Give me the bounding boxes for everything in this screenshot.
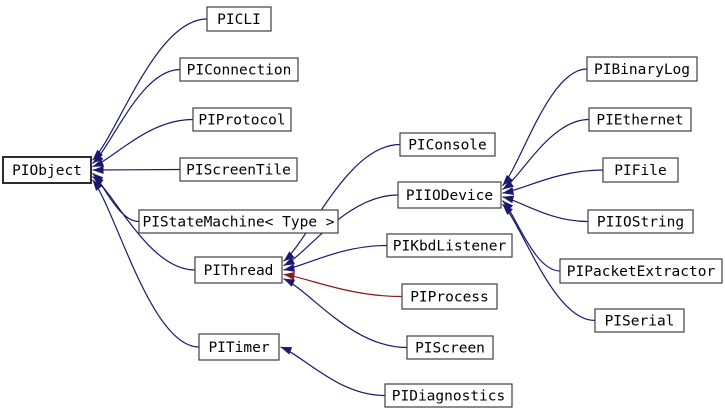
node-label: PIConnection: [187, 63, 292, 79]
node-box: [586, 56, 698, 82]
node-box: [588, 107, 692, 132]
node-box: [192, 107, 292, 132]
edge-piprocess-to-pithread: [283, 272, 403, 298]
edge-piscreen-to-pithread: [283, 278, 408, 349]
edge-pibinarylog-to-piiodevice: [502, 68, 588, 187]
node-pipacketextractor[interactable]: PIPacketExtractor: [559, 258, 723, 284]
edge-piconsole-to-pithread: [283, 143, 401, 262]
edge-piprotocol-to-piobject: [92, 118, 194, 168]
node-box: [401, 283, 498, 310]
node-piiodevice[interactable]: PIIODevice: [397, 181, 502, 209]
node-box: [198, 333, 280, 361]
node-label: PIThread: [204, 263, 274, 279]
node-piconsole[interactable]: PIConsole: [399, 132, 496, 157]
node-box: [179, 157, 298, 182]
node-label: PIKbdListener: [393, 239, 507, 255]
node-box: [397, 181, 502, 209]
node-label: PIObject: [12, 163, 82, 179]
edge-piconnection-to-piobject: [92, 68, 181, 164]
node-box: [602, 157, 679, 183]
node-box: [559, 258, 723, 284]
edge-pikbdlistener-to-pithread: [283, 244, 388, 272]
node-box: [138, 209, 339, 234]
node-pidiagnostics[interactable]: PIDiagnostics: [384, 383, 513, 408]
node-picli[interactable]: PICLI: [206, 6, 272, 32]
node-label: PIScreen: [415, 341, 485, 357]
node-box: [2, 156, 92, 184]
node-label: PIProtocol: [198, 113, 285, 129]
node-piprotocol[interactable]: PIProtocol: [192, 107, 292, 132]
node-piethernet[interactable]: PIEthernet: [588, 107, 692, 132]
edge-pistatemachine-type-to-piobject: [92, 172, 140, 223]
node-box: [386, 233, 513, 258]
node-label: PIBinaryLog: [594, 62, 690, 78]
node-pibinarylog[interactable]: PIBinaryLog: [586, 56, 698, 82]
node-box: [594, 308, 685, 333]
node-label: PIScreenTile: [186, 163, 291, 179]
edge-pifile-to-piiodevice: [502, 169, 604, 196]
node-box: [194, 256, 283, 284]
node-piscreen[interactable]: PIScreen: [406, 335, 494, 360]
edge-piiostring-to-piiodevice: [502, 195, 589, 223]
node-label: PIProcess: [410, 290, 489, 306]
node-label: PIStateMachine< Type >: [142, 215, 334, 231]
node-label: PITimer: [208, 340, 269, 356]
edge-piscreentile-to-piobject: [92, 165, 181, 174]
node-piiostring[interactable]: PIIOString: [587, 209, 694, 234]
node-piserial[interactable]: PISerial: [594, 308, 685, 333]
node-piobject[interactable]: PIObject: [2, 156, 92, 184]
node-label: PICLI: [217, 12, 261, 28]
node-label: PIIOString: [597, 215, 684, 231]
node-piconnection[interactable]: PIConnection: [179, 57, 299, 82]
node-box: [206, 6, 272, 32]
node-label: PIPacketExtractor: [567, 264, 716, 280]
edge-pidiagnostics-to-pitimer: [280, 346, 386, 397]
node-label: PIFile: [614, 163, 666, 179]
node-label: PIIODevice: [406, 188, 493, 204]
node-pikbdlistener[interactable]: PIKbdListener: [386, 233, 513, 258]
node-box: [587, 209, 694, 234]
node-box: [406, 335, 494, 360]
node-piscreentile[interactable]: PIScreenTile: [179, 157, 298, 182]
node-label: PISerial: [605, 314, 675, 330]
node-pistatemachine-type[interactable]: PIStateMachine< Type >: [138, 209, 339, 234]
node-box: [179, 57, 299, 82]
node-label: PIEthernet: [596, 113, 683, 129]
edge-piethernet-to-piiodevice: [502, 118, 590, 190]
edge-pitimer-to-piobject: [92, 179, 200, 348]
node-box: [399, 132, 496, 157]
node-label: PIConsole: [408, 138, 487, 154]
node-box: [384, 383, 513, 408]
node-pitimer[interactable]: PITimer: [198, 333, 280, 361]
edge-picli-to-piobject: [92, 18, 208, 161]
node-piprocess[interactable]: PIProcess: [401, 283, 498, 310]
node-label: PIDiagnostics: [392, 389, 506, 405]
node-pifile[interactable]: PIFile: [602, 157, 679, 183]
node-pithread[interactable]: PIThread: [194, 256, 283, 284]
